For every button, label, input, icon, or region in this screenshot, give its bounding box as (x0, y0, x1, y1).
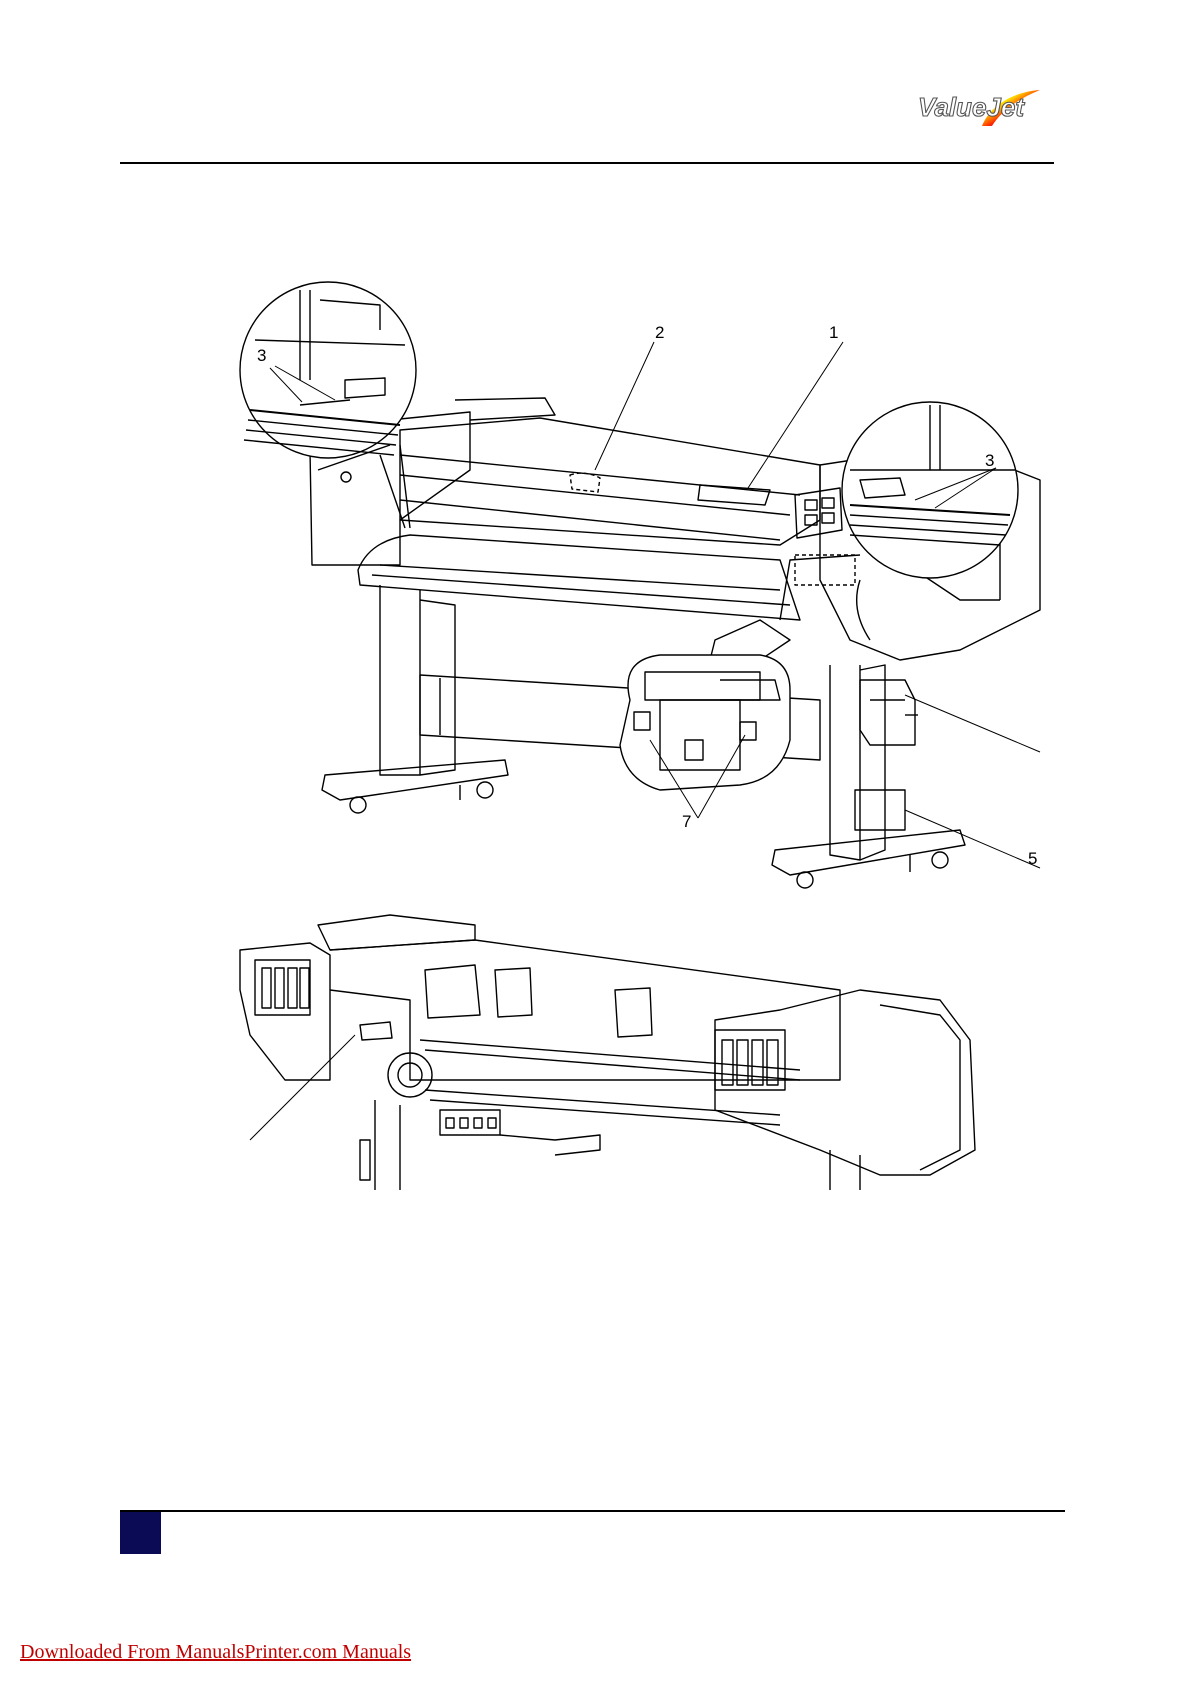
page-tab-marker (120, 1512, 161, 1554)
callout-3-left: 3 (257, 346, 266, 365)
detail-ink-holder (620, 620, 790, 790)
callout-7: 7 (682, 812, 691, 831)
download-source-link[interactable]: Downloaded From ManualsPrinter.com Manua… (20, 1641, 411, 1664)
detail-magnifier-right (780, 402, 1018, 620)
callout-3-right: 3 (985, 451, 994, 470)
printer-illustration: 2 1 3 3 5 7 (0, 0, 1190, 1200)
callout-5: 5 (1028, 849, 1037, 868)
detail-magnifier-left (240, 282, 416, 528)
callout-2: 2 (655, 323, 664, 342)
callout-1: 1 (829, 323, 838, 342)
printer-rear-view (240, 915, 975, 1190)
footer-rule (120, 1510, 1065, 1512)
